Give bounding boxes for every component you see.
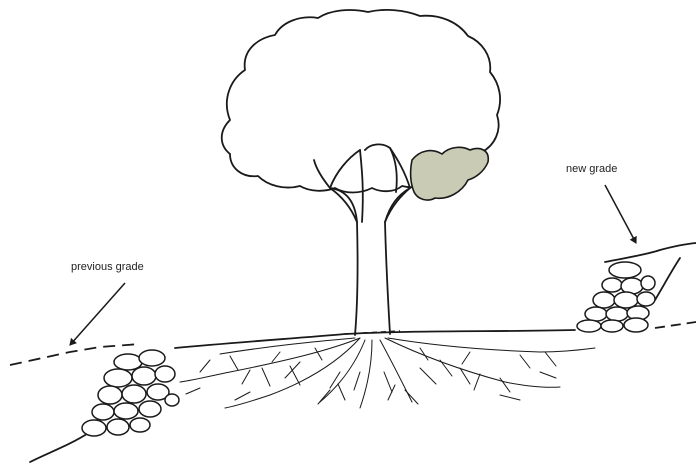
- right-stone-wall: [577, 262, 655, 332]
- previous-grade-line-right: [655, 322, 696, 328]
- left-lower-slope: [30, 432, 90, 462]
- left-stone-wall: [82, 350, 179, 436]
- new-grade-slope: [655, 258, 680, 300]
- tree-trunk: [330, 188, 410, 335]
- tree-roots: [180, 338, 595, 408]
- previous-grade-arrow: [70, 283, 125, 345]
- new-grade-label: new grade: [566, 163, 617, 175]
- previous-grade-label: previous grade: [71, 261, 144, 273]
- shaded-foliage: [411, 147, 489, 200]
- new-grade-arrow: [605, 185, 636, 243]
- new-grade-ground: [605, 243, 696, 262]
- tree-branches: [314, 144, 410, 222]
